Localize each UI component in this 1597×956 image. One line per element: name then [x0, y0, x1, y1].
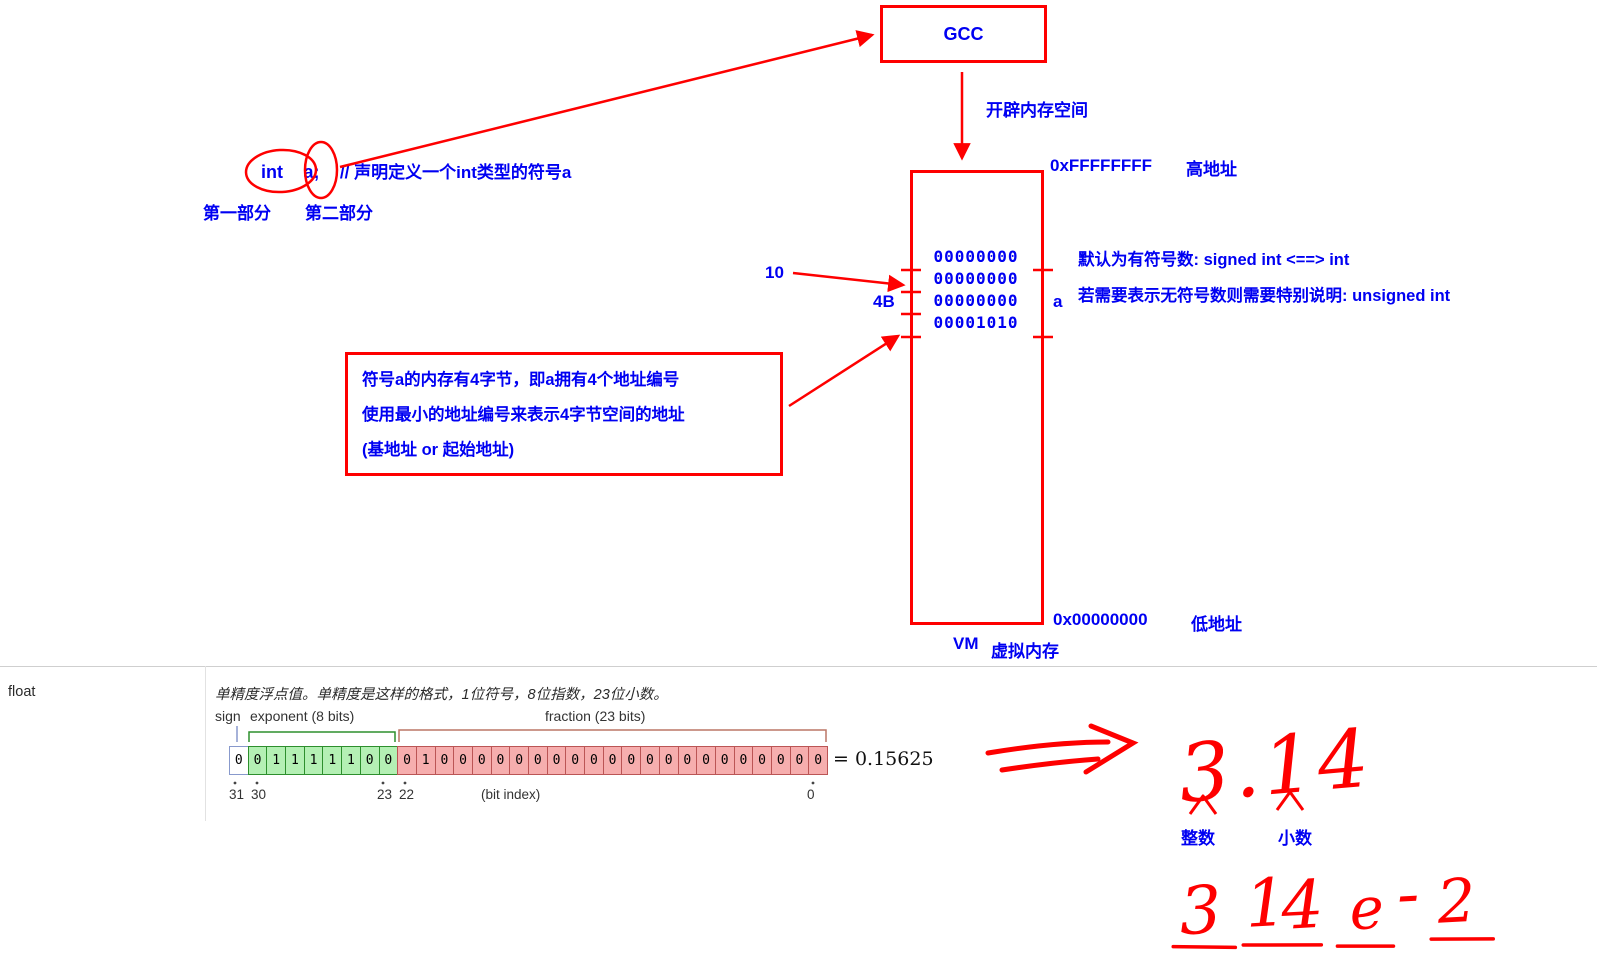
exponent-field-label: exponent (8 bits)	[250, 708, 355, 724]
memory-box	[910, 170, 1044, 625]
part2-label: 第二部分	[305, 204, 373, 223]
float-term: float	[8, 684, 36, 700]
bit-cell: 0	[752, 746, 772, 775]
note-line-2: 使用最小的地址编号来表示4字节空间的地址	[362, 406, 685, 424]
declaration-line: int a; // 声明定义一个int类型的符号a	[261, 158, 571, 183]
bit-cell: 0	[397, 746, 417, 775]
bit-cell: 0	[714, 746, 735, 775]
bit-cell: 0	[789, 746, 810, 775]
arrow-note-to-memory	[788, 334, 901, 408]
value-10-label: 10	[765, 263, 784, 282]
bit-cell: 0	[434, 746, 455, 775]
bit-cell: 0	[229, 746, 249, 775]
low-address-label: 低地址	[1191, 615, 1242, 634]
float-result-value: = 0.15625	[833, 748, 934, 770]
bit-cell: 0	[546, 746, 567, 775]
decimal-label: 小数	[1278, 829, 1312, 848]
float-description: 单精度浮点值。单精度是这样的格式，1位符号，8位指数，23位小数。	[215, 687, 668, 703]
size-4b-label: 4B	[873, 292, 895, 311]
memory-bytes: 00000000 00000000 00000000 00001010	[912, 246, 1040, 334]
vm-label: VM	[953, 634, 979, 653]
bit-cell: 0	[584, 746, 604, 775]
address-note-box: 符号a的内存有4字节，即a拥有4个地址编号 使用最小的地址编号来表示4字节空间的…	[345, 352, 783, 476]
sign-field-label: sign	[215, 708, 241, 724]
bit-cell: 1	[341, 746, 361, 775]
bit-index-31: 31	[229, 787, 245, 802]
bit-cell: 0	[808, 746, 828, 775]
part1-label: 第一部分	[203, 204, 271, 223]
bit-cell: 0	[677, 746, 698, 775]
bit-index-23: 23	[377, 787, 393, 802]
bit-cell: 1	[322, 746, 343, 775]
bit-index-30: 30	[251, 787, 267, 802]
column-divider	[205, 666, 206, 821]
signed-note: 默认为有符号数: signed int <==> int	[1078, 251, 1350, 269]
bit-cell: 0	[602, 746, 623, 775]
bit-cell: 1	[303, 746, 324, 775]
byte-row: 00000000	[933, 291, 1019, 310]
low-address: 0x00000000	[1053, 610, 1148, 629]
bit-cell: 0	[471, 746, 492, 775]
fraction-field-label: fraction (23 bits)	[545, 708, 646, 724]
int-keyword: int	[261, 162, 283, 182]
bit-cell: 1	[415, 746, 436, 775]
bit-cell: 0	[528, 746, 548, 775]
integer-label: 整数	[1181, 829, 1215, 848]
bit-cell: 0	[490, 746, 511, 775]
high-address-label: 高地址	[1186, 160, 1237, 179]
arrow-decl-to-gcc	[339, 30, 875, 169]
bit-cell: 0	[640, 746, 660, 775]
bit-cell: 0	[378, 746, 399, 775]
bit-cell: 0	[453, 746, 473, 775]
bit-index-0: 0	[807, 787, 815, 802]
bit-cell: 1	[266, 746, 287, 775]
arrow-value-to-memory	[792, 271, 906, 293]
float-definition-panel	[0, 666, 1597, 956]
gcc-box: GCC	[880, 5, 1047, 63]
bit-cell: 1	[285, 746, 305, 775]
bit-cell: 0	[621, 746, 642, 775]
gcc-label: GCC	[943, 23, 984, 44]
byte-row: 00000000	[933, 269, 1019, 288]
bit-cell: 0	[359, 746, 380, 775]
byte-row: 00000000	[933, 247, 1019, 266]
declaration-comment: // 声明定义一个int类型的符号a	[339, 163, 572, 182]
bit-cell: 0	[770, 746, 791, 775]
bit-cell: 0	[733, 746, 754, 775]
high-address: 0xFFFFFFFF	[1050, 156, 1152, 175]
bit-cell: 0	[696, 746, 716, 775]
bit-cell: 0	[565, 746, 586, 775]
bit-index-label: (bit index)	[481, 787, 541, 802]
vm-sublabel: 虚拟内存	[991, 642, 1059, 661]
bit-cell: 0	[509, 746, 529, 775]
bit-index-22: 22	[399, 787, 415, 802]
bit-cell: 0	[658, 746, 679, 775]
variable-name: a;	[303, 162, 320, 182]
unsigned-note: 若需要表示无符号数则需要特别说明: unsigned int	[1078, 287, 1451, 305]
byte-row: 00001010	[933, 313, 1019, 332]
bit-cell: 0	[247, 746, 268, 775]
note-line-1: 符号a的内存有4字节，即a拥有4个地址编号	[362, 371, 680, 389]
alloc-memory-label: 开辟内存空间	[986, 101, 1088, 120]
variable-a-label: a	[1053, 292, 1063, 311]
note-line-3: (基地址 or 起始地址)	[362, 441, 515, 459]
